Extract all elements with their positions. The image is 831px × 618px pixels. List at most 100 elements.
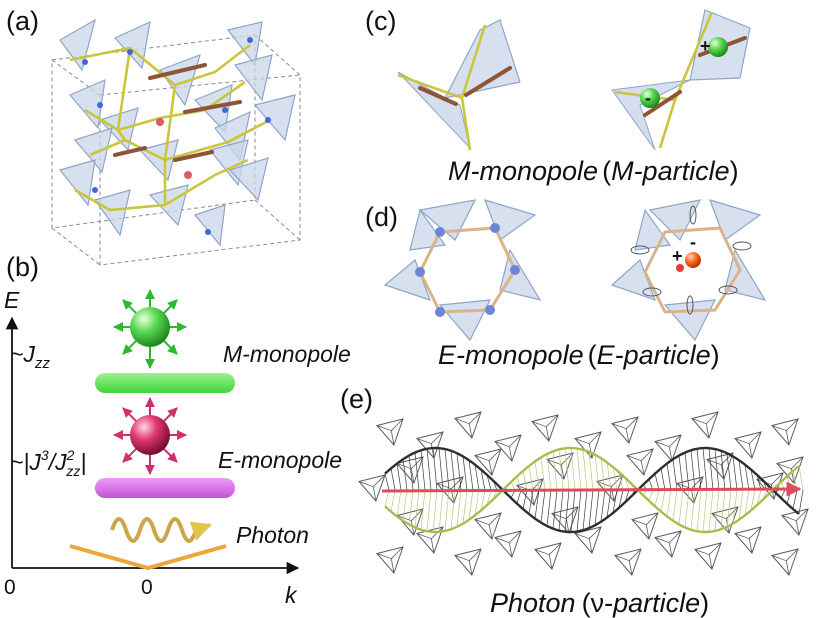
hatch-line bbox=[714, 489, 720, 531]
hatch-line bbox=[648, 489, 654, 501]
panel-e-caption: Photon(ν-particle) bbox=[490, 588, 709, 618]
panel-b-label: (b) bbox=[6, 252, 39, 282]
hatch-line bbox=[600, 458, 606, 491]
hatch-line bbox=[612, 489, 618, 513]
hatch-line bbox=[684, 452, 690, 491]
hatch-line bbox=[618, 489, 624, 508]
hatch-line bbox=[552, 451, 558, 491]
e-monopole-minus-ball bbox=[676, 264, 684, 272]
e-monopole-sphere bbox=[113, 397, 187, 475]
hatch-line bbox=[738, 489, 744, 520]
hatch-line bbox=[414, 452, 420, 491]
lattice-tetrahedron bbox=[596, 474, 624, 502]
hatch-line bbox=[432, 489, 438, 532]
hatch-line bbox=[654, 489, 660, 507]
hatch-line bbox=[396, 489, 402, 517]
hatch-line bbox=[612, 467, 618, 491]
lattice-tetrahedron bbox=[376, 418, 404, 446]
e-minus-sign: - bbox=[690, 232, 696, 252]
origin-label-center: 0 bbox=[141, 576, 153, 599]
m-minus-sign: - bbox=[645, 88, 651, 108]
panel-b: (b) E k 0 0 ~Jzz M-monopole bbox=[4, 252, 351, 608]
hatch-line bbox=[462, 456, 468, 491]
lattice-tetrahedron bbox=[494, 434, 522, 462]
hatch-line bbox=[384, 489, 390, 507]
hatch-line bbox=[570, 447, 576, 491]
kagome-ring-e-monopole: + - bbox=[610, 199, 767, 342]
hatch-line bbox=[672, 459, 678, 491]
hatch-line bbox=[444, 449, 450, 491]
hatch-line bbox=[474, 489, 480, 516]
lattice-tetrahedron bbox=[574, 526, 602, 554]
lattice-tetrahedron bbox=[454, 411, 482, 439]
hatch-line bbox=[702, 489, 708, 532]
hatch-line bbox=[462, 489, 468, 524]
hatch-line bbox=[480, 489, 486, 511]
lattice-tetrahedron bbox=[516, 478, 544, 506]
unit-cell-cube bbox=[51, 34, 301, 266]
hatch-line bbox=[690, 450, 696, 491]
hatch-line bbox=[720, 450, 726, 491]
hatch-line bbox=[606, 489, 612, 518]
hatch-line bbox=[618, 472, 624, 491]
panel-d: (d) bbox=[365, 199, 767, 370]
hatch-line bbox=[594, 454, 600, 491]
m-monopole-minus-ball bbox=[640, 88, 660, 108]
hatch-line bbox=[516, 476, 522, 491]
hatch-line bbox=[690, 489, 696, 530]
lattice-tetrahedron bbox=[614, 548, 642, 576]
lattice-tetrahedron bbox=[531, 414, 559, 442]
lattice-tetrahedron bbox=[626, 448, 654, 476]
hatch-line bbox=[582, 489, 588, 531]
hatch-line bbox=[732, 489, 738, 524]
hatch-line bbox=[528, 465, 534, 491]
hatch-line bbox=[558, 489, 564, 531]
hatch-line bbox=[426, 448, 432, 491]
hatch-line bbox=[450, 450, 456, 491]
lattice-tetrahedron bbox=[474, 512, 502, 540]
hatch-line bbox=[438, 448, 444, 491]
hatch-line bbox=[564, 448, 570, 491]
hatch-line bbox=[720, 489, 726, 530]
hatch-line bbox=[588, 451, 594, 491]
hatch-line bbox=[798, 489, 804, 515]
lattice-tetrahedron bbox=[694, 542, 722, 570]
hatch-line bbox=[522, 470, 528, 491]
lattice-tetrahedron bbox=[376, 546, 404, 574]
hatch-line bbox=[588, 489, 594, 529]
hatch-line bbox=[456, 489, 462, 527]
lattice-tetrahedron bbox=[631, 512, 659, 540]
panel-a-label: (a) bbox=[6, 6, 39, 36]
panel-d-caption: E-monopole(E-particle) bbox=[438, 340, 720, 370]
hatch-line bbox=[390, 468, 396, 491]
hatch-line bbox=[420, 450, 426, 491]
hatch-line bbox=[744, 489, 750, 516]
hatch-line bbox=[576, 489, 582, 532]
e-monopole-band bbox=[95, 478, 235, 498]
hatch-line bbox=[732, 456, 738, 491]
hatch-line bbox=[486, 474, 492, 491]
hatch-line bbox=[666, 489, 672, 517]
hatch-line bbox=[408, 455, 414, 491]
hatch-line bbox=[750, 489, 756, 511]
outline-tetrahedra-lattice bbox=[358, 411, 809, 576]
lattice-tetrahedron bbox=[494, 530, 522, 558]
hatch-line bbox=[390, 489, 396, 512]
hatch-line bbox=[672, 489, 678, 521]
hatch-line bbox=[558, 449, 564, 491]
panel-c-caption: M-monopole(M-particle) bbox=[448, 156, 739, 186]
m-monopole-band bbox=[95, 373, 235, 393]
hatch-line bbox=[408, 489, 414, 525]
hatch-line bbox=[468, 489, 474, 520]
m-monopole-plus-ball bbox=[708, 37, 728, 57]
hatch-line bbox=[564, 489, 570, 532]
jzz-energy-label: ~Jzz bbox=[10, 341, 50, 372]
hatch-line bbox=[684, 489, 690, 528]
lattice-tetrahedron bbox=[691, 411, 719, 439]
origin-label-left: 0 bbox=[4, 576, 16, 599]
hatch-line bbox=[756, 489, 762, 506]
wave-hatching bbox=[384, 447, 804, 533]
panel-a: (a) bbox=[6, 6, 301, 266]
